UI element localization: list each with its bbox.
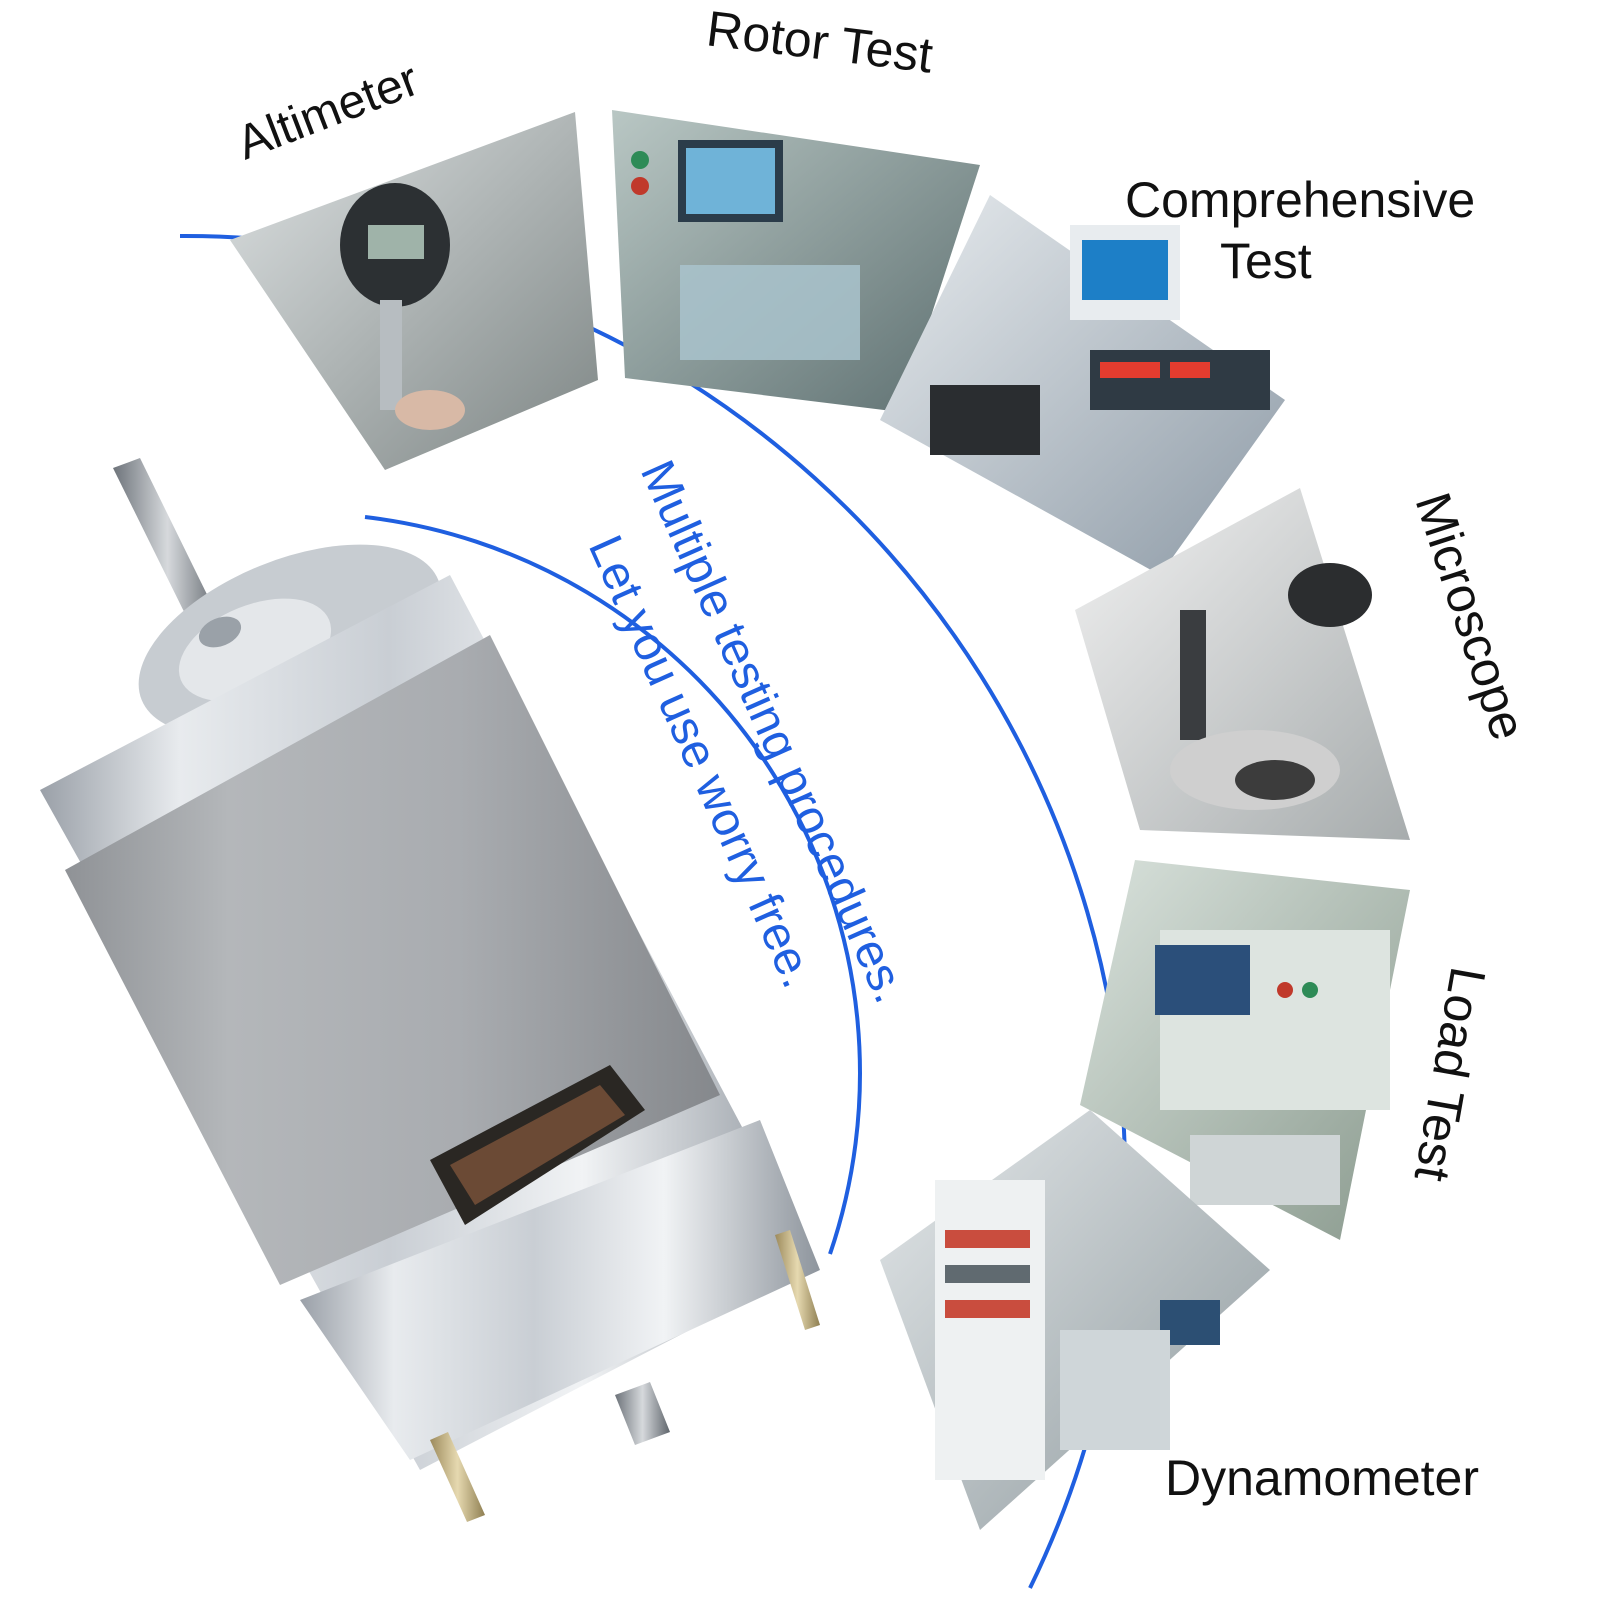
station-label-comprehensive-test-line2: Test (1220, 233, 1312, 289)
station-label-dynamometer: Dynamometer (1165, 1450, 1479, 1506)
station-label-comprehensive-test: Comprehensive (1125, 172, 1475, 228)
dc-motor-icon (40, 458, 820, 1522)
photo-rotor-test (612, 110, 980, 412)
photo-dynamometer (880, 1110, 1270, 1530)
photo-comprehensive-test (880, 195, 1285, 575)
inner-arc (364, 515, 862, 1255)
station-label-altimeter: Altimeter (230, 53, 426, 170)
photo-altimeter (230, 112, 598, 470)
photo-microscope (1075, 488, 1410, 840)
photo-load-test (1080, 860, 1410, 1240)
station-label-load-test: Load Test (1404, 963, 1497, 1185)
station-label-rotor-test: Rotor Test (704, 0, 936, 83)
station-label-microscope: Microscope (1405, 486, 1537, 746)
